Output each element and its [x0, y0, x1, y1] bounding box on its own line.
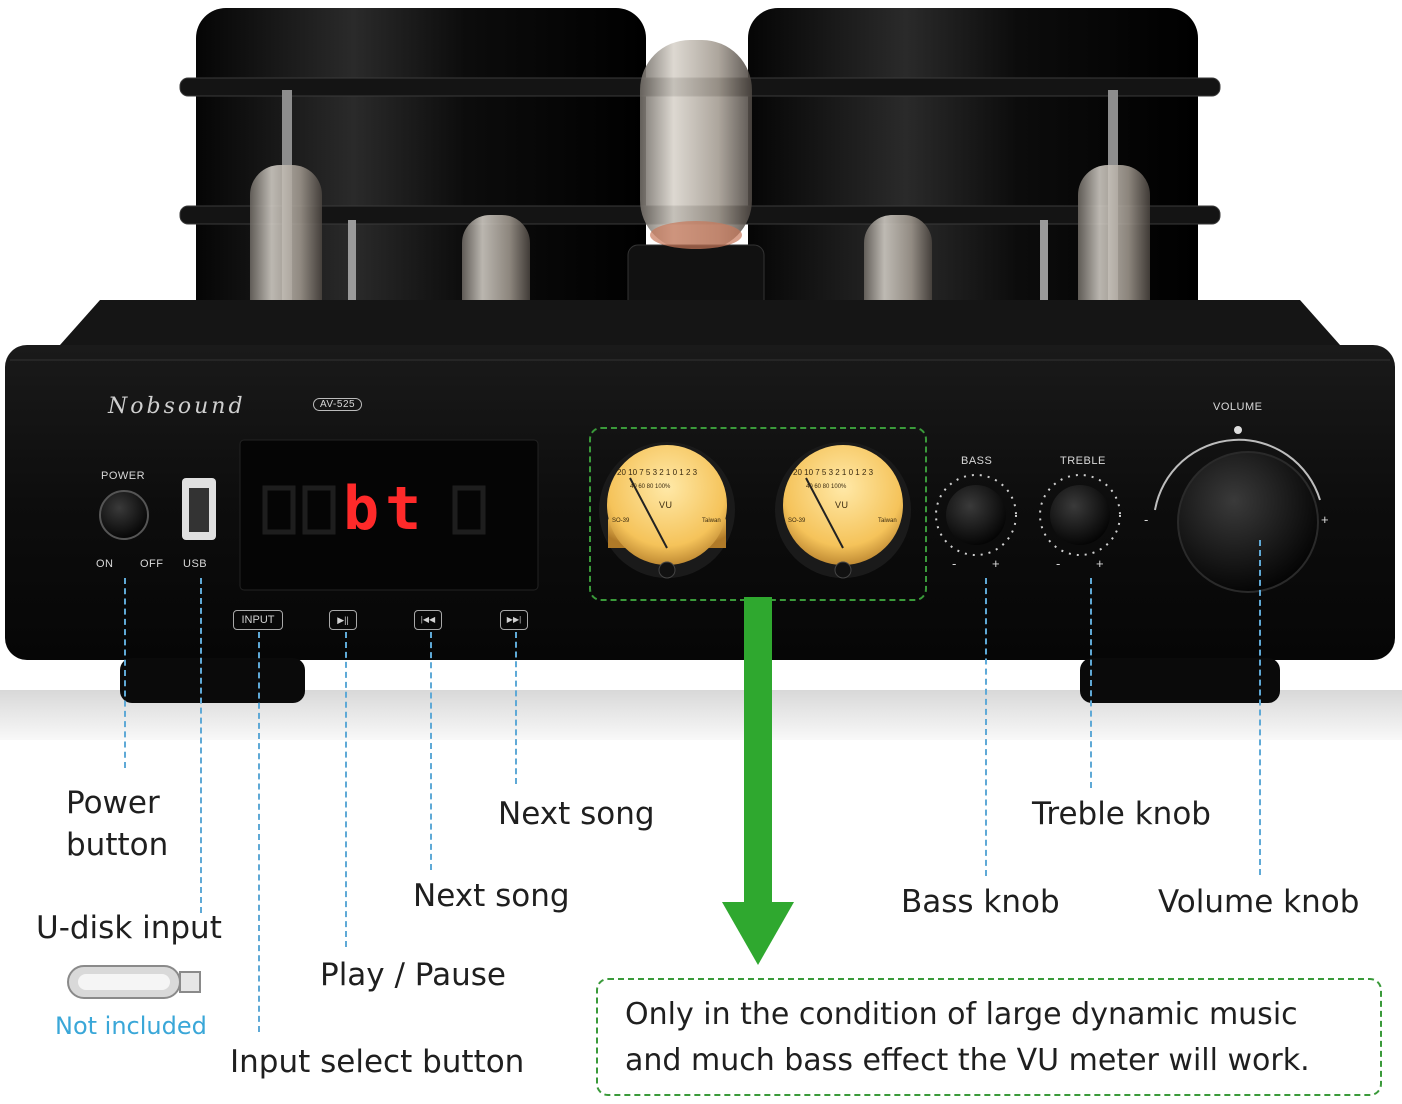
usb-label: USB: [183, 558, 208, 570]
usb-leader-line: [200, 578, 202, 913]
treble-leader-line: [1090, 578, 1092, 788]
volume-knob-callout: Volume knob: [1158, 884, 1360, 920]
input-select-callout: Input select button: [230, 1044, 525, 1080]
previous-button[interactable]: |◀◀: [414, 610, 442, 630]
vu-note-line2: and much bass effect the VU meter will w…: [625, 1043, 1310, 1078]
vu-left-model: SO-39: [612, 518, 630, 524]
volume-knob[interactable]: [1178, 452, 1318, 592]
next-leader-line: [515, 632, 517, 784]
volume-minus: -: [1144, 512, 1149, 527]
power-button-callout-line2: button: [66, 827, 169, 863]
power-label: POWER: [101, 470, 146, 482]
prev-leader-line: [430, 632, 432, 870]
led-display: bt: [343, 474, 428, 544]
volume-plus: +: [1321, 512, 1330, 527]
vu-left-label: VU: [659, 500, 673, 510]
arrow-down-icon: [722, 597, 794, 965]
vu-left-scale: 20 10 7 5 3 2 1 0 1 2 3: [617, 468, 698, 477]
treble-label: TREBLE: [1060, 455, 1106, 467]
bass-knob-callout: Bass knob: [901, 884, 1060, 920]
volume-leader-line: [1259, 540, 1261, 875]
power-leader-line: [124, 578, 126, 768]
next-button[interactable]: ▶▶|: [500, 610, 528, 630]
treble-plus: +: [1096, 556, 1105, 571]
vu-right-percent: 40 60 80 100%: [806, 484, 847, 490]
off-label: OFF: [140, 558, 164, 570]
vu-meter-highlight: [589, 427, 927, 601]
amplifier-illustration: [0, 8, 1402, 740]
input-button[interactable]: INPUT: [233, 610, 283, 630]
model-badge: AV-525: [313, 398, 363, 411]
bass-label: BASS: [961, 455, 993, 467]
play-pause-leader-line: [345, 632, 347, 947]
vu-right-model: SO-39: [788, 518, 806, 524]
brand-logo: Nobsound: [108, 394, 246, 419]
usb-port[interactable]: [182, 478, 216, 540]
u-disk-callout: U-disk input: [36, 910, 222, 946]
treble-knob-callout: Treble knob: [1032, 796, 1211, 832]
power-button[interactable]: [100, 491, 148, 539]
not-included-label: Not included: [55, 1012, 207, 1040]
next-song-callout-lower: Next song: [413, 878, 570, 914]
on-label: ON: [96, 558, 114, 570]
next-song-callout-upper: Next song: [498, 796, 655, 832]
play-pause-button[interactable]: ▶||: [329, 610, 357, 630]
usb-drive-icon: [67, 965, 201, 999]
bass-leader-line: [985, 578, 987, 876]
vu-right-scale: 20 10 7 5 3 2 1 0 1 2 3: [793, 468, 874, 477]
input-leader-line: [258, 632, 260, 1032]
bass-plus: +: [992, 556, 1001, 571]
vu-right-origin: Taiwan: [878, 518, 897, 524]
play-pause-callout: Play / Pause: [320, 957, 506, 993]
vu-note-line1: Only in the condition of large dynamic m…: [625, 997, 1298, 1032]
vu-left-percent: 40 60 80 100%: [630, 484, 671, 490]
bass-minus: -: [952, 556, 957, 571]
treble-minus: -: [1056, 556, 1061, 571]
treble-knob[interactable]: [1050, 485, 1110, 545]
power-button-callout-line1: Power: [66, 785, 160, 821]
bass-knob[interactable]: [946, 485, 1006, 545]
vu-left-origin: Taiwan: [702, 518, 721, 524]
volume-label: VOLUME: [1213, 401, 1263, 413]
vu-note-box: Only in the condition of large dynamic m…: [596, 978, 1382, 1096]
vu-right-label: VU: [835, 500, 849, 510]
